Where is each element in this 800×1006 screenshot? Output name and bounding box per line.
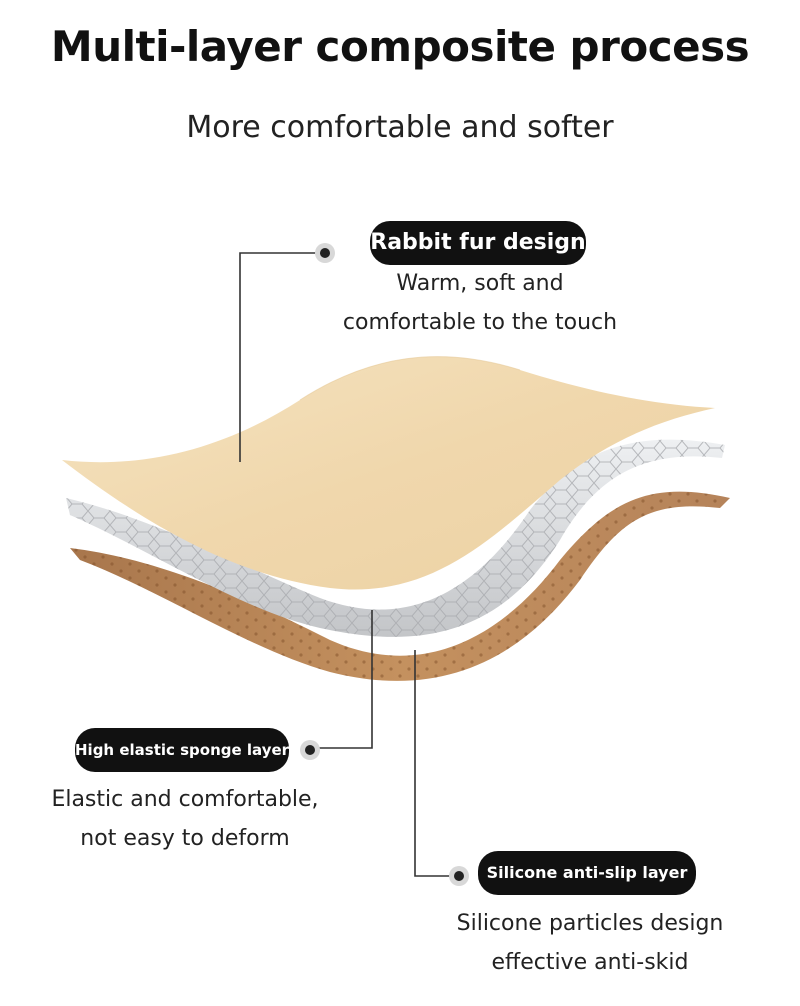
- silicone-layer-label: Silicone anti-slip layer: [478, 851, 696, 895]
- fur-layer: [62, 356, 715, 590]
- page-subtitle: More comfortable and softer: [186, 110, 614, 145]
- silicone-layer: [70, 491, 730, 681]
- page-title: Multi-layer composite process: [50, 22, 750, 71]
- sponge-layer: [66, 439, 725, 637]
- sponge-layer-label: High elastic sponge layer: [75, 728, 289, 772]
- callout-dot-sponge: [300, 740, 320, 760]
- silicone-desc-line2: effective anti-skid: [491, 950, 689, 975]
- fur-desc-line2: comfortable to the touch: [342, 310, 618, 335]
- silicone-desc-line1: Silicone particles design: [456, 911, 724, 936]
- fur-layer-description: Warm, soft and comfortable to the touch: [330, 264, 630, 342]
- silicone-layer-description: Silicone particles design effective anti…: [440, 904, 740, 982]
- sponge-desc-line1: Elastic and comfortable,: [51, 787, 319, 812]
- fur-layer-label: Rabbit fur design: [370, 221, 586, 265]
- callout-dot-silicone: [449, 866, 469, 886]
- callout-lines: [239, 252, 453, 877]
- sponge-desc-line2: not easy to deform: [80, 826, 290, 851]
- fur-desc-line1: Warm, soft and: [396, 271, 564, 296]
- callout-dot-fur: [315, 243, 335, 263]
- sponge-layer-description: Elastic and comfortable, not easy to def…: [30, 780, 340, 858]
